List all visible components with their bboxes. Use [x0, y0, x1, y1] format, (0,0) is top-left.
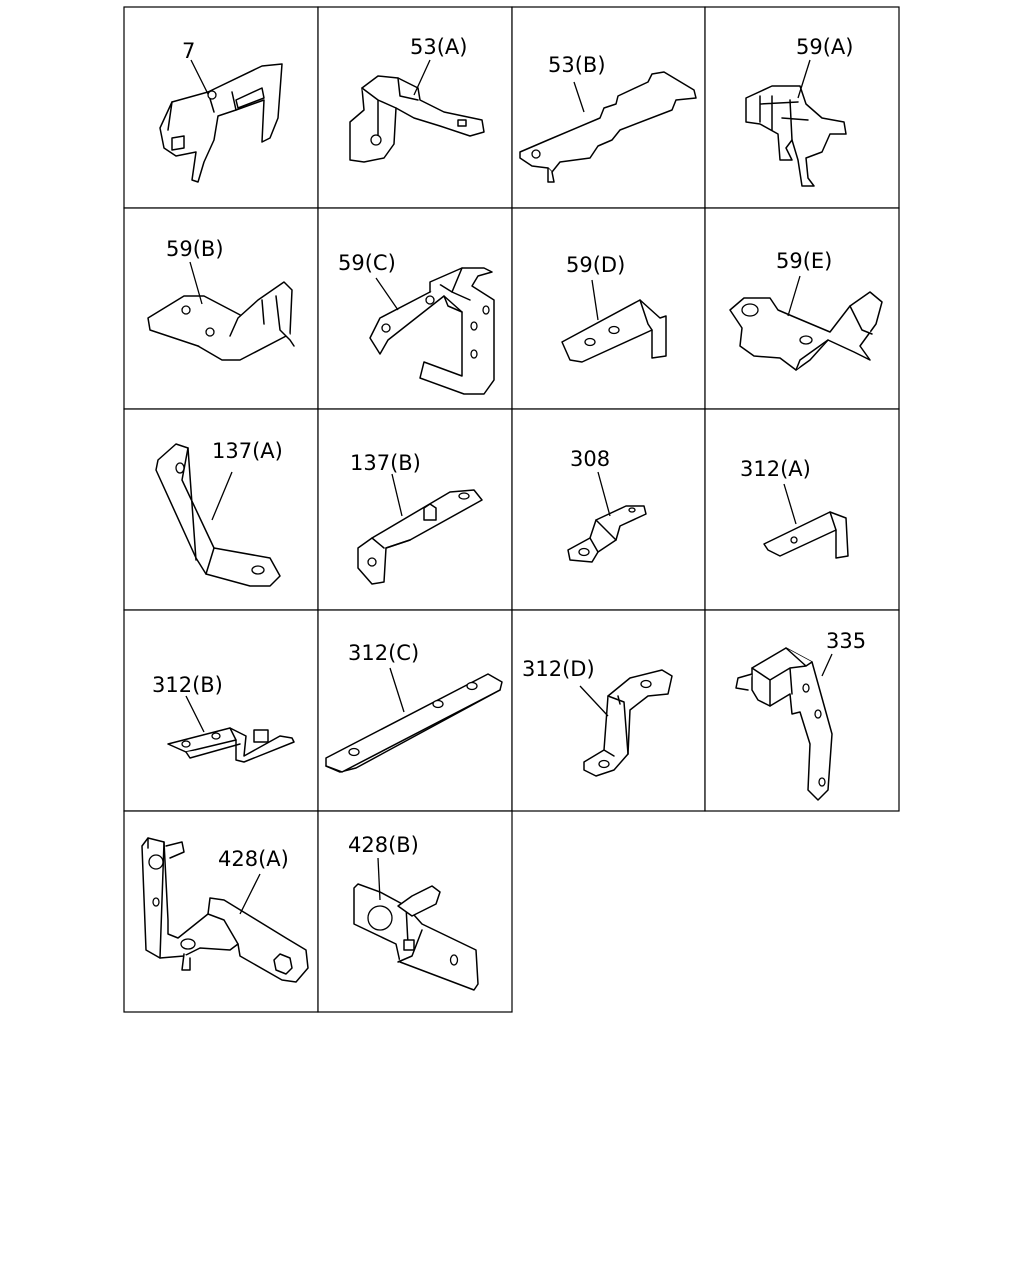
bracket-312b: 312(B) [152, 673, 295, 763]
label-312c: 312(C) [348, 641, 419, 665]
bracket-312a: 312(A) [740, 457, 849, 559]
bracket-53b: 53(B) [519, 53, 697, 183]
label-312a: 312(A) [740, 457, 811, 481]
label-59e: 59(E) [776, 249, 832, 273]
bracket-312d: 312(D) [522, 657, 673, 777]
label-312b: 312(B) [152, 673, 223, 697]
cell-312b [123, 609, 319, 812]
label-335: 335 [826, 629, 866, 653]
bracket-312c: 312(C) [325, 641, 503, 773]
bracket-7: 7 [159, 39, 283, 183]
bracket-53a: 53(A) [349, 35, 485, 163]
label-59b: 59(B) [166, 237, 224, 261]
bracket-59d: 59(D) [561, 253, 667, 363]
label-53a: 53(A) [410, 35, 467, 59]
bracket-428a: 428(A) [141, 837, 309, 983]
label-428b: 428(B) [348, 833, 419, 857]
label-59d: 59(D) [566, 253, 625, 277]
bracket-59e: 59(E) [729, 249, 883, 371]
bracket-335: 335 [735, 629, 866, 801]
bracket-308: 308 [567, 447, 647, 563]
cell-312a [704, 408, 900, 611]
label-53b: 53(B) [548, 53, 606, 77]
label-308: 308 [570, 447, 610, 471]
bracket-137b: 137(B) [350, 451, 483, 585]
label-428a: 428(A) [218, 847, 289, 871]
label-59c: 59(C) [338, 251, 396, 275]
bracket-59a: 59(A) [745, 35, 853, 187]
bracket-59b: 59(B) [147, 237, 295, 361]
bracket-428b: 428(B) [348, 833, 479, 991]
cell-59d [511, 207, 706, 410]
label-312d: 312(D) [522, 657, 595, 681]
label-137b: 137(B) [350, 451, 421, 475]
bracket-59c: 59(C) [338, 251, 495, 395]
label-137a: 137(A) [212, 439, 283, 463]
bracket-137a: 137(A) [155, 439, 283, 587]
cell-312c [317, 609, 513, 812]
cell-137b [317, 408, 513, 611]
label-59a: 59(A) [796, 35, 853, 59]
label-7: 7 [182, 39, 195, 63]
